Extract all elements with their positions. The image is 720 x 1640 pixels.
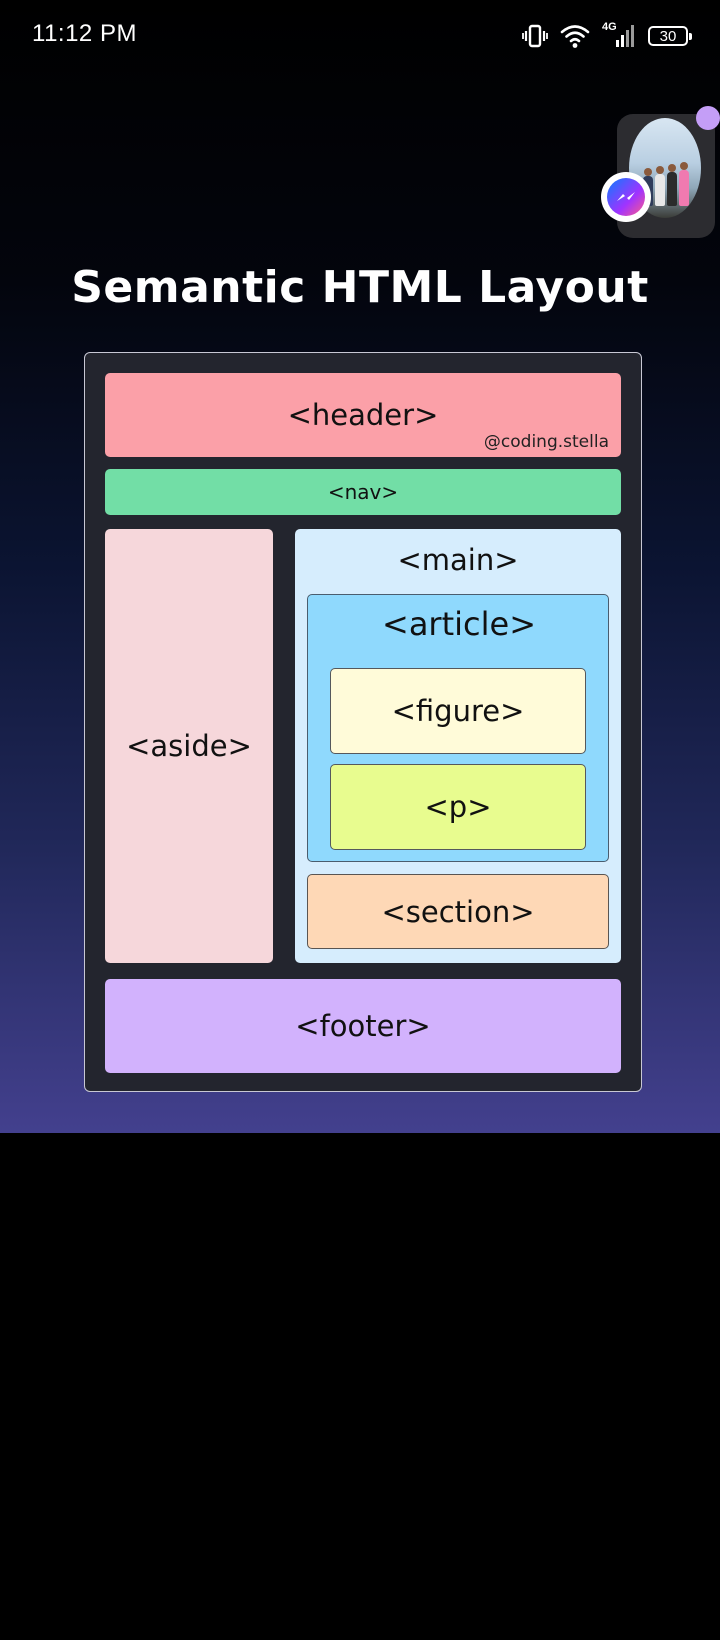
messenger-icon[interactable] — [601, 172, 651, 222]
figure-block: <figure> — [330, 668, 586, 754]
header-label: <header> — [287, 398, 439, 432]
aside-block: <aside> — [105, 529, 273, 963]
network-type: 4G — [602, 21, 617, 33]
watermark: @coding.stella — [483, 432, 609, 452]
aside-label: <aside> — [126, 729, 252, 763]
chat-head-avatar — [629, 118, 701, 218]
wifi-icon — [560, 23, 590, 49]
paragraph-block: <p> — [330, 764, 586, 850]
footer-label: <footer> — [295, 1009, 431, 1043]
vibrate-icon — [522, 23, 548, 49]
photo-figure — [655, 166, 665, 206]
battery-icon: 30 — [648, 26, 692, 46]
photo-figure — [679, 162, 689, 206]
cellular-signal-icon: 4G — [602, 21, 636, 49]
main-block: <main> <article> <figure> <p> <section> — [295, 529, 621, 963]
paragraph-label: <p> — [424, 790, 492, 824]
unread-dot — [696, 106, 720, 130]
status-bar: 11:12 PM 4G — [0, 0, 720, 72]
section-block: <section> — [307, 874, 609, 949]
header-block: <header> @coding.stella — [105, 373, 621, 457]
article-block: <article> <figure> <p> — [307, 594, 609, 862]
status-icons: 4G 30 — [522, 21, 692, 50]
status-time: 11:12 PM — [32, 20, 137, 47]
layout-diagram-frame: <header> @coding.stella <nav> <aside> <m… — [84, 352, 642, 1092]
battery-level: 30 — [659, 27, 677, 45]
main-label: <main> — [397, 543, 519, 577]
media-content: Semantic HTML Layout <header> @coding.st… — [0, 0, 720, 1133]
photo-figure — [667, 164, 677, 206]
media-title: Semantic HTML Layout — [71, 262, 649, 313]
section-label: <section> — [381, 894, 535, 929]
nav-label: <nav> — [327, 480, 399, 504]
figure-label: <figure> — [391, 694, 525, 728]
footer-block: <footer> — [105, 979, 621, 1073]
article-label: <article> — [382, 605, 536, 643]
nav-block: <nav> — [105, 469, 621, 515]
